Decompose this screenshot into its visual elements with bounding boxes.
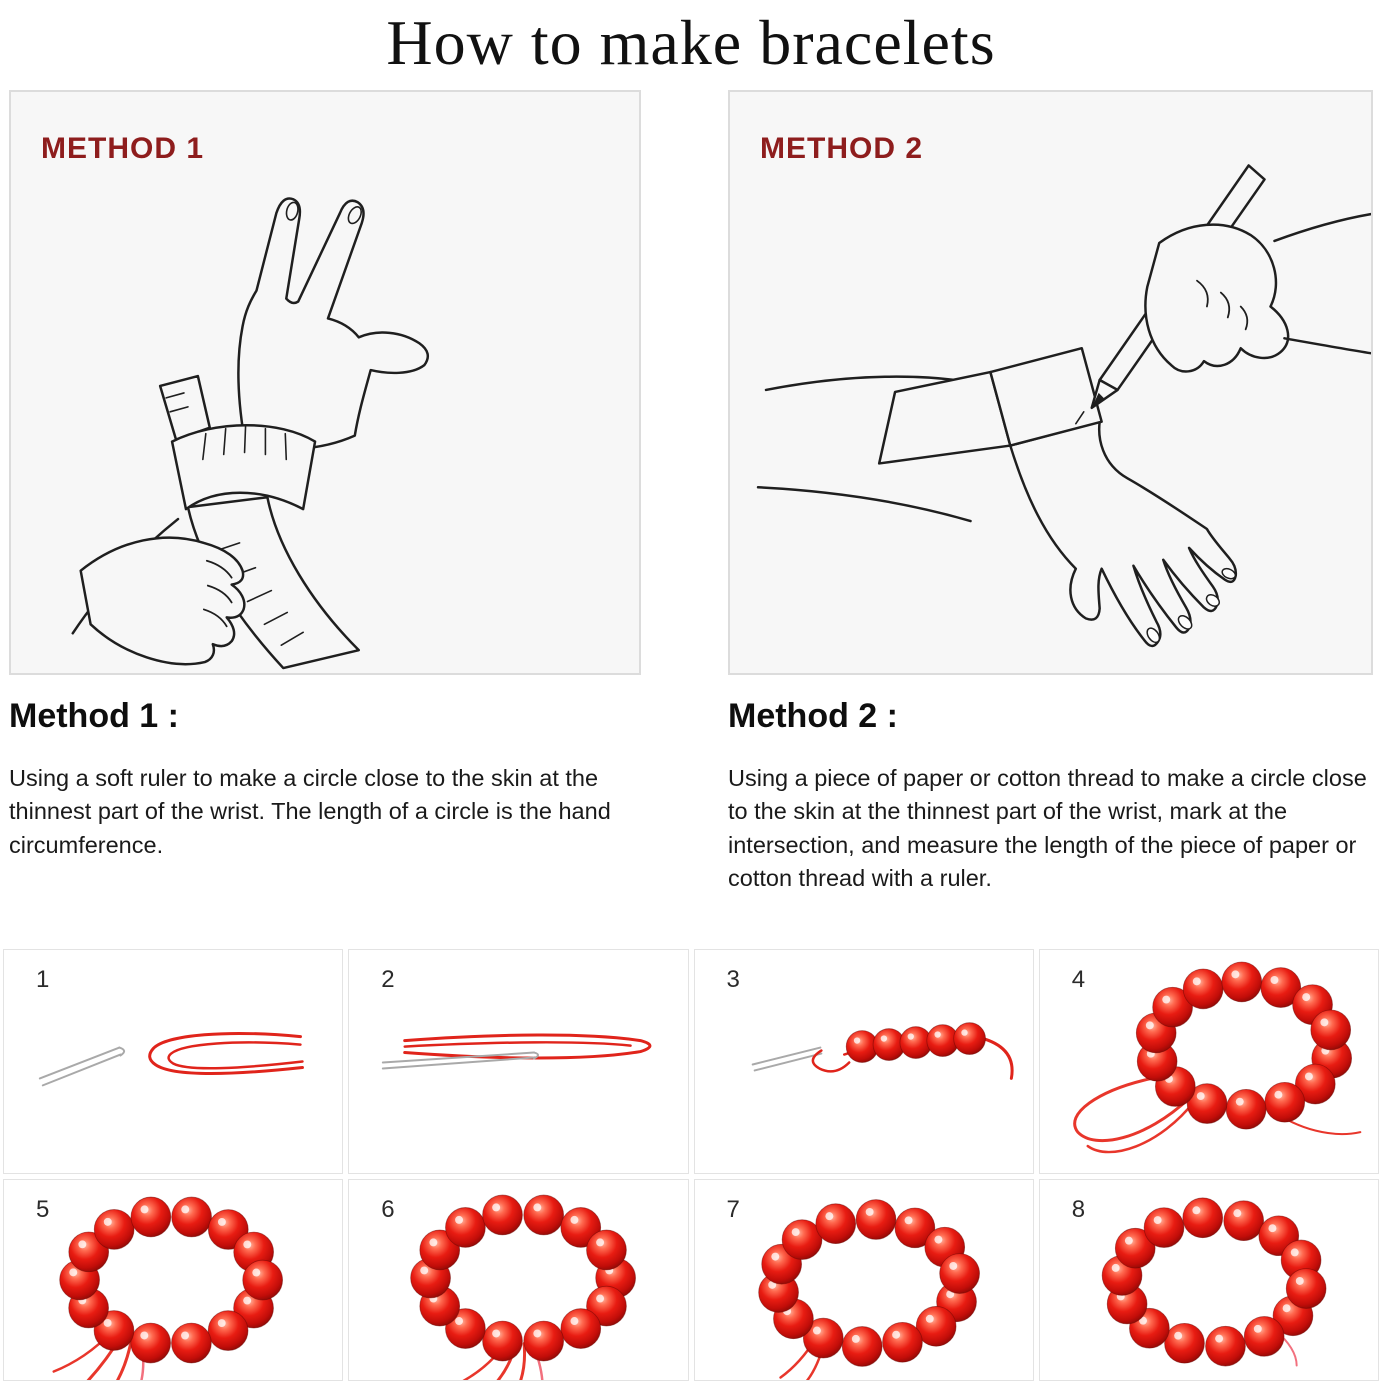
step-1-needle-and-cord-photo (38, 1032, 304, 1087)
step-panel-4: 4 (1038, 949, 1379, 1174)
bracelet-steps-grid: 1 2 (0, 949, 1382, 1381)
step-panel-2: 2 (348, 949, 689, 1174)
method-1-heading: Method 1 : (9, 697, 179, 735)
method-1-text: Method 1 : Using a soft ruler to make a … (9, 697, 641, 909)
step-5-bracelet-loose-threads-photo (52, 1196, 283, 1380)
method-2-heading: Method 2 : (728, 697, 898, 735)
step-4-bracelet-with-loop-photo (1073, 961, 1362, 1154)
step-number: 8 (1071, 1196, 1086, 1223)
method-1-panel: METHOD 1 (9, 90, 641, 675)
method-panels: METHOD 1 METHOD 2 (0, 90, 1382, 675)
step-panel-3: 3 (693, 949, 1034, 1174)
method-2-text: Method 2 : Using a piece of paper or cot… (728, 697, 1373, 909)
method-1-wrist-measure-illustration (71, 197, 430, 670)
step-panel-1: 1 (3, 949, 344, 1174)
step-2-threading-cord-photo (382, 1033, 652, 1070)
step-number: 4 (1071, 966, 1086, 993)
step-panel-7: 7 (693, 1179, 1034, 1381)
step-3-beads-strung-photo (751, 1022, 1014, 1080)
method-2-label: METHOD 2 (760, 132, 924, 165)
step-number: 6 (381, 1196, 395, 1223)
method-2-description: Using a piece of paper or cotton thread … (728, 765, 1367, 892)
step-panel-6: 6 (348, 1179, 689, 1381)
step-number: 3 (726, 966, 740, 993)
step-7-bracelet-trimming-photo (757, 1199, 980, 1380)
step-panel-5: 5 (3, 1179, 344, 1381)
step-number: 5 (36, 1196, 50, 1223)
method-2-wrist-mark-illustration (756, 164, 1371, 648)
step-6-bracelet-knotting-photo (410, 1194, 637, 1380)
page-title: How to make bracelets (386, 7, 996, 78)
method-1-label: METHOD 1 (41, 132, 205, 165)
method-1-description: Using a soft ruler to make a circle clos… (9, 765, 611, 858)
step-8-finished-bracelet-photo (1101, 1197, 1327, 1367)
step-number: 1 (36, 966, 50, 993)
step-number: 7 (726, 1196, 740, 1223)
step-panel-8: 8 (1038, 1179, 1379, 1381)
method-descriptions: Method 1 : Using a soft ruler to make a … (0, 697, 1382, 909)
step-number: 2 (381, 966, 395, 993)
method-2-panel: METHOD 2 (728, 90, 1373, 675)
